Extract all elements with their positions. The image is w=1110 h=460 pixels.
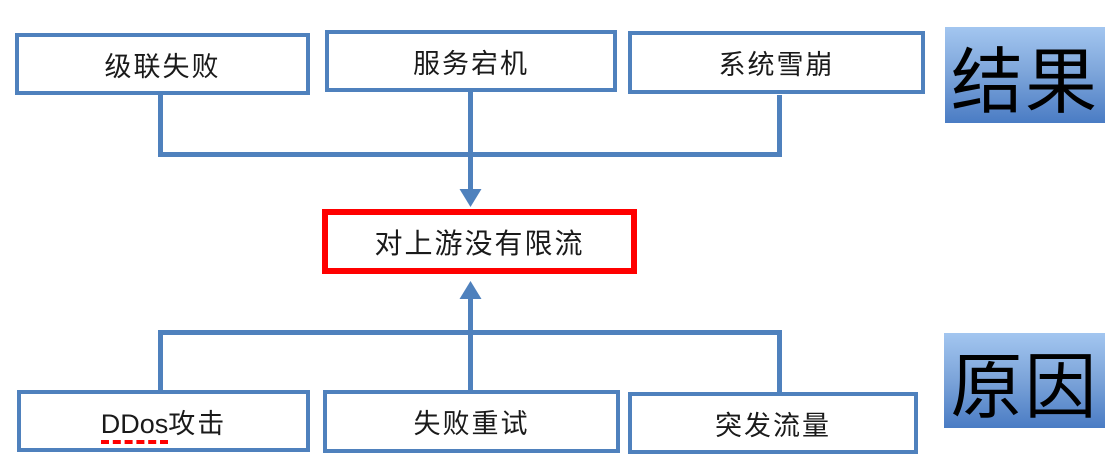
connector-results-to-center [158, 92, 782, 207]
arrow-up-icon [459, 281, 482, 299]
result-box-system-avalanche: 系统雪崩 [628, 31, 925, 94]
cause-box-failure-retry: 失败重试 [323, 390, 620, 453]
connector-causes-to-center [158, 281, 782, 394]
misspelled-word: DDos [100, 408, 169, 444]
cause-tag-label: 原因 [950, 348, 1099, 428]
result-tag-label: 结果 [950, 42, 1099, 123]
cause-box-label: 突发流量 [715, 410, 831, 441]
result-box-label: 系统雪崩 [718, 50, 835, 80]
arrow-down-icon [459, 189, 482, 207]
center-box-no-rate-limiting: 对上游没有限流 [322, 209, 637, 274]
result-box-service-down: 服务宕机 [325, 30, 617, 92]
cause-box-label-suffix: 攻击 [168, 408, 227, 439]
cause-box-ddos-attack: DDos攻击 [17, 390, 310, 452]
cause-box-label: DDos攻击 [100, 402, 227, 444]
result-tag: 结果 [945, 27, 1105, 123]
cause-box-label: 失败重试 [413, 409, 530, 439]
center-box-label: 对上游没有限流 [374, 227, 585, 259]
cause-tag: 原因 [944, 333, 1105, 428]
cause-box-burst-traffic: 突发流量 [628, 392, 918, 454]
result-box-label: 级联失败 [104, 51, 221, 82]
result-box-label: 服务宕机 [413, 48, 529, 79]
result-box-cascading-failure: 级联失败 [15, 33, 310, 95]
